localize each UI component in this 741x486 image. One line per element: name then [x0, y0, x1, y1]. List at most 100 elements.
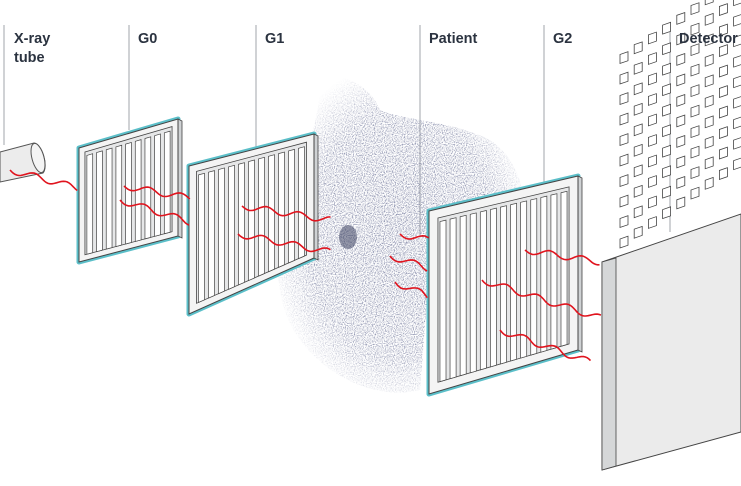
detector-pixel	[690, 186, 700, 200]
detector-pixel	[719, 85, 728, 98]
xray-wave	[237, 233, 331, 253]
grating-slit	[125, 141, 132, 245]
grating-slit	[469, 212, 477, 374]
detector-pixel	[719, 3, 728, 16]
detector-pixel	[690, 43, 700, 57]
detector-pixel	[662, 42, 671, 56]
xray-wave	[499, 329, 592, 362]
detector-pixel	[719, 146, 728, 160]
grating-slit	[258, 156, 265, 277]
xray-wave	[481, 279, 602, 317]
grating-slit	[154, 133, 161, 237]
label-detector: Detector	[679, 31, 738, 47]
detector-pixel	[648, 195, 657, 209]
xray-wave	[241, 205, 331, 222]
xray-wave	[123, 185, 191, 200]
detector-pixel	[619, 194, 629, 208]
detector-pixel	[733, 95, 741, 109]
detector-pixel	[648, 113, 657, 127]
detector-pixel	[704, 94, 714, 108]
xray-wave	[119, 199, 190, 226]
detector-pixel	[690, 166, 700, 180]
grating-slit	[439, 219, 447, 383]
detector-pixel	[648, 175, 657, 188]
detector-pixel	[719, 23, 728, 37]
detector-pixel	[676, 12, 686, 25]
grating-g0	[76, 116, 183, 265]
xray-waves	[9, 169, 602, 362]
detector-pixel	[733, 0, 741, 7]
grating-slit	[550, 193, 558, 350]
detector-pixel	[648, 52, 657, 65]
patient-nipple-shadow	[339, 225, 357, 249]
grating-slit	[490, 207, 497, 368]
detector-pixel	[733, 157, 741, 171]
xray-wave	[394, 281, 428, 299]
grating-slit	[248, 159, 255, 282]
detector-pixel	[719, 126, 728, 139]
grating-slit	[238, 162, 245, 286]
detector-pixel	[619, 235, 629, 249]
detector-pixel	[690, 104, 700, 118]
detector-pixel	[619, 133, 629, 146]
detector-pixel	[704, 115, 714, 129]
detector-pixel	[676, 94, 686, 107]
detector-pixel	[704, 53, 714, 67]
detector-pixel	[648, 154, 657, 168]
detector-pixel	[733, 116, 741, 130]
detector-pixel	[648, 216, 657, 229]
detector-pixel	[676, 114, 686, 128]
detector-pixel	[633, 143, 643, 157]
grating-slit	[115, 144, 123, 248]
xray-wave	[524, 249, 600, 266]
detector-pixel	[676, 32, 686, 46]
detector-pixel	[662, 165, 671, 179]
detector-pixel	[619, 71, 629, 85]
detector-pixel	[704, 135, 714, 149]
xray-tube-icon	[0, 142, 46, 183]
grating-slit	[288, 148, 295, 264]
grating-slit	[218, 167, 225, 295]
detector-pixel	[633, 184, 643, 198]
detector-pixel	[719, 64, 728, 78]
detector-pixel	[648, 72, 657, 86]
detector-pixel	[633, 205, 643, 219]
detector-pixel	[619, 112, 629, 126]
detector-pixel	[619, 51, 629, 64]
grating-slit	[479, 210, 487, 371]
detector-pixel	[619, 92, 629, 105]
detector-pixel	[704, 74, 714, 88]
grating-slit	[86, 153, 94, 255]
label-g1: G1	[265, 31, 285, 47]
detector-pixel	[633, 41, 643, 55]
detector-pixel	[676, 53, 686, 66]
detector-pixel	[690, 84, 700, 98]
grating-g1	[186, 131, 319, 317]
detector-pixel	[633, 123, 643, 137]
detector-pixel	[690, 145, 700, 159]
detector-pixel	[733, 54, 741, 68]
grating-slit	[500, 205, 507, 365]
detector-panel	[601, 0, 741, 471]
detector-pixel	[633, 225, 643, 239]
grating-slit	[510, 202, 517, 362]
detector-pixel	[704, 156, 714, 170]
detector-pixel	[619, 153, 629, 167]
detector-pixel	[704, 12, 714, 26]
xray-wave	[9, 169, 78, 192]
detector-pixel	[633, 61, 643, 75]
grating-g2	[426, 173, 583, 397]
label-g0: G0	[138, 31, 158, 47]
grating-slit	[96, 150, 103, 253]
grating-slit	[560, 190, 568, 347]
detector-pixel	[662, 21, 671, 35]
grating-slit	[520, 200, 528, 359]
grating-slit	[540, 195, 548, 353]
detector-pixel	[719, 44, 728, 57]
detector-pixel	[690, 125, 700, 139]
label-g2: G2	[553, 31, 573, 47]
detector-pixel	[633, 82, 643, 96]
